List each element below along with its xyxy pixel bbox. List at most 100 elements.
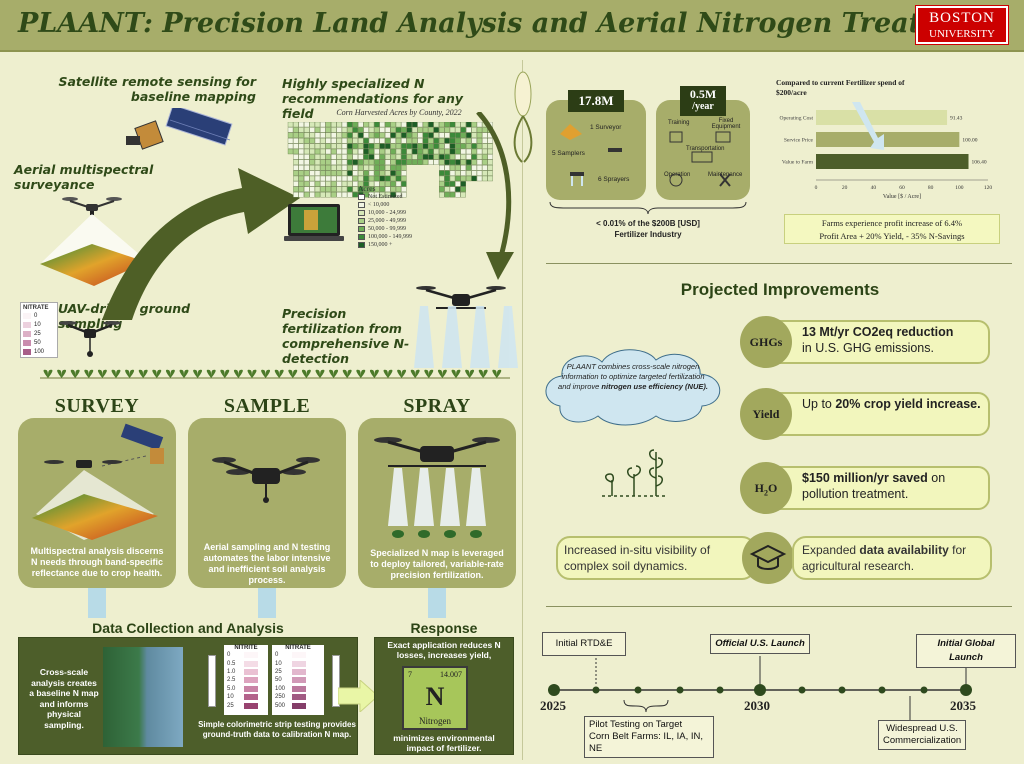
nue-cloud-text-main: PLAANT combines cross-scale nitrogen inf… [558,362,705,391]
map-county-cell [374,186,380,192]
map-county-cell [368,132,375,138]
map-county-cell [304,170,310,176]
map-county-cell [444,181,450,187]
map-county-cell [439,170,445,176]
map-county-cell [466,127,472,133]
map-county-cell [466,154,472,160]
map-county-cell [347,127,353,133]
map-county-cell [466,148,472,155]
map-county-cell [460,154,466,160]
map-county-cell [412,138,418,144]
nitrite-swatch [244,668,258,675]
map-county-cell [331,186,337,192]
nitrite-value: 25 [227,702,234,709]
chart-x-tick: 100 [955,185,964,191]
sprout [329,369,339,378]
map-county-cell [341,127,348,133]
nitrate-row: 0 [272,651,324,659]
map-county-cell [325,175,331,182]
map-county-cell [422,154,429,160]
chart-title: Compared to current Fertilizer spend of … [776,78,905,97]
map-county-cell [390,159,396,165]
crop-row-icon [40,364,510,382]
nitrite-value: 1.0 [227,668,236,675]
map-county-cell [471,154,477,160]
map-county-cell [374,175,380,182]
map-county-cell [385,132,391,138]
chart-callout-arrow [848,102,888,152]
map-county-cell [428,127,434,133]
map-county-cell [390,138,396,144]
nitrite-swatch [244,660,258,667]
map-county-cell [320,186,326,192]
map-county-cell [439,127,445,133]
bu-logo-line1: BOSTON [929,10,995,26]
map-county-cell [417,159,423,165]
map-county-cell [390,192,396,198]
map-county-cell [455,181,461,187]
map-county-cell [304,122,310,128]
map-county-cell [379,138,385,144]
map-county-cell [476,175,483,182]
map-county-cell [401,192,407,198]
map-county-cell [325,127,331,133]
capital-item-samplers: 5 Samplers [552,150,585,157]
precision-label: Precision fertilization from comprehensi… [282,306,410,366]
map-county-cell [309,154,315,160]
map-county-cell [449,148,456,155]
nitrite-value: 2.5 [227,677,236,684]
multispectral-field-map [34,214,150,288]
map-county-cell [433,132,439,138]
map-county-cell [466,138,472,144]
map-county-cell [460,132,466,138]
map-county-cell [363,181,369,187]
map-county-cell [293,148,299,155]
annual-cost-value: 0.5M /year [680,86,726,116]
nitrate-swatch [292,652,306,659]
map-county-cell [320,138,326,144]
map-county-cell [439,143,445,149]
map-county-cell [358,143,364,149]
satellite-map-image [103,647,183,747]
map-county-cell [471,127,477,133]
map-county-cell [314,132,321,138]
map-county-cell [476,159,483,165]
map-legend-row: Not Estimated [358,193,438,201]
nue-cloud-text-bold: nitrogen use efficiency (NUE). [601,382,708,391]
map-county-cell [314,181,321,187]
nitrate-chip-swatch [23,339,31,346]
map-county-cell [298,165,304,171]
timeline: Initial RTD&E Official U.S. Launch Initi… [540,620,1020,760]
map-legend-row: < 10,000 [358,201,438,209]
map-legend-label: 100,000 - 149,999 [368,234,412,240]
map-county-cell [298,138,304,144]
timeline-global-launch: Initial Global Launch [916,634,1016,668]
map-county-cell [385,186,391,192]
map-county-cell [385,192,391,198]
map-county-cell [482,138,488,144]
map-county-cell [374,148,380,155]
response-top-text: Exact application reduces N losses, incr… [387,640,501,660]
map-county-cell [314,165,321,171]
map-county-cell [444,148,450,155]
nitrate-row: 10 [272,659,324,667]
water-text-bold: $150 million/yr saved [802,471,928,485]
annual-item-transportation: Transportation [686,146,725,152]
map-county-cell [449,165,456,171]
map-county-cell [439,138,445,144]
nitrate-title: NITRATE [285,645,311,651]
sprout [478,369,488,378]
map-county-cell [401,143,407,149]
map-county-cell [395,132,402,138]
map-county-cell [336,192,342,198]
chart-x-tick: 60 [899,185,905,191]
chart-value-label: 91.43 [950,116,963,122]
map-county-cell [428,132,434,138]
profit-line2: Profit Area + 20% Yield, - 35% N-Savings [819,231,965,241]
map-county-cell [331,175,337,182]
map-county-cell [385,122,391,128]
map-county-cell [309,138,315,144]
widespread-line2: Commercialization [883,735,962,746]
map-county-cell [422,143,429,149]
map-county-cell [401,175,407,182]
